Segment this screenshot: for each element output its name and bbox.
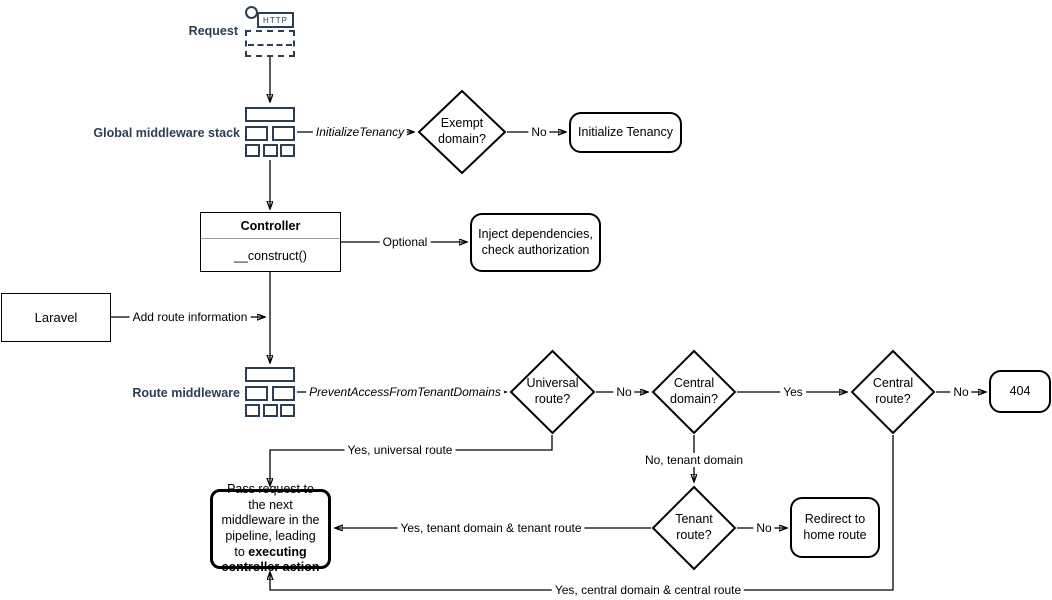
inject-dependencies-text: Inject dependencies, check authorization xyxy=(478,226,593,257)
redirect-home-text: Redirect to home route xyxy=(803,511,867,542)
pass-request-text-normal: Pass request to the next middleware in t… xyxy=(221,482,320,559)
http-body-icon xyxy=(245,30,295,57)
edge-label-central-route-no: No xyxy=(950,385,972,399)
global-middleware-label: Global middleware stack xyxy=(93,126,240,140)
edge-label-universal-no: No xyxy=(613,385,635,399)
not-found-text: 404 xyxy=(1009,383,1031,398)
middleware-stack-icon xyxy=(245,107,295,157)
edge-label-yes-tenant-route: Yes, tenant domain & tenant route xyxy=(397,521,585,535)
pass-request-text: Pass request to the next middleware in t… xyxy=(219,482,322,576)
edge-label-exempt-no: No xyxy=(528,125,550,139)
tenant-route-decision: Tenant route? xyxy=(651,485,737,571)
edge-label-add-route-information: Add route information xyxy=(129,310,251,324)
laravel-node: Laravel xyxy=(1,293,111,342)
controller-method: __construct() xyxy=(234,249,307,263)
initialize-tenancy-text: Initialize Tenancy xyxy=(578,124,673,139)
route-middleware-stack-icon xyxy=(245,367,295,417)
http-request-icon: HTTP xyxy=(245,6,295,57)
route-middleware-label: Route middleware xyxy=(132,386,240,400)
redirect-home-node: Redirect to home route xyxy=(790,497,880,558)
exempt-domain-decision: Exempt domain? xyxy=(417,89,507,175)
exempt-domain-text: Exempt domain? xyxy=(438,116,486,146)
central-route-text: Central route? xyxy=(872,376,914,406)
edge-label-prevent-access: PreventAccessFromTenantDomains xyxy=(306,385,504,399)
universal-route-text: Universal route? xyxy=(526,376,579,406)
laravel-text: Laravel xyxy=(34,310,78,325)
edge-label-yes-universal-route: Yes, universal route xyxy=(344,443,456,457)
pass-request-node: Pass request to the next middleware in t… xyxy=(210,482,331,574)
central-domain-text: Central domain? xyxy=(670,376,718,406)
http-body-divider xyxy=(248,43,292,46)
inject-dependencies-node: Inject dependencies, check authorization xyxy=(470,213,601,272)
pass-request-text-bold: executing controller action xyxy=(221,544,320,575)
not-found-node: 404 xyxy=(989,370,1051,413)
request-label: Request xyxy=(188,24,238,38)
central-domain-decision: Central domain? xyxy=(651,349,737,435)
edge-label-central-domain-yes: Yes xyxy=(780,385,806,399)
tenant-route-text: Tenant route? xyxy=(675,512,713,542)
edge-label-optional: Optional xyxy=(379,235,431,249)
edge-label-tenant-no: No xyxy=(753,521,775,535)
http-badge: HTTP xyxy=(257,12,294,28)
initialize-tenancy-node: Initialize Tenancy xyxy=(569,112,682,153)
edge-label-yes-central-route: Yes, central domain & central route xyxy=(551,583,745,597)
controller-title: Controller xyxy=(201,213,340,239)
universal-route-decision: Universal route? xyxy=(509,349,596,435)
central-route-decision: Central route? xyxy=(850,349,936,435)
edge-label-no-tenant-domain: No, tenant domain xyxy=(641,453,747,467)
controller-class-node: Controller __construct() xyxy=(200,212,341,272)
edge-label-initialize-tenancy: InitializeTenancy xyxy=(312,125,408,139)
